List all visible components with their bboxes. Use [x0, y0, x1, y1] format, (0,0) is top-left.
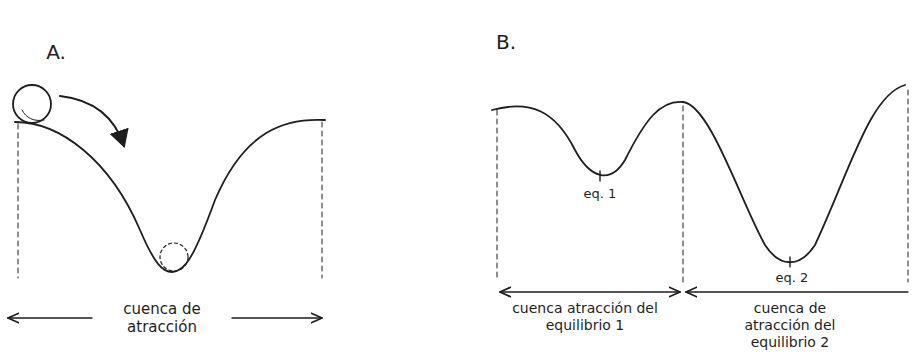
basin-label: cuenca atracción del equilibrio 1 — [505, 300, 665, 334]
range-arrow — [232, 317, 322, 318]
ball — [13, 85, 51, 123]
motion-arrow — [60, 96, 124, 146]
equilibrium-label: eq. 1 — [565, 186, 635, 202]
basin-label: cuenca de atracción del equilibrio 2 — [725, 300, 855, 350]
dashed-bound — [322, 122, 323, 278]
eq-tick — [789, 257, 790, 267]
range-arrow — [8, 317, 92, 318]
equilibrium-label: eq. 2 — [757, 270, 827, 286]
dashed-bound — [908, 90, 909, 282]
eq-tick — [599, 171, 600, 181]
range-arrow — [686, 291, 908, 292]
potential-curve — [15, 120, 325, 272]
dashed-bound — [18, 124, 19, 278]
panel-letter: A. — [36, 40, 76, 64]
basin-label: cuenca de atracción — [97, 300, 227, 336]
ball-shading — [22, 110, 44, 121]
potential-curve — [492, 85, 905, 262]
panel-letter: B. — [486, 30, 526, 54]
ball-rest — [160, 243, 188, 271]
dashed-bound — [683, 106, 684, 282]
range-arrow — [500, 291, 680, 292]
dashed-bound — [497, 110, 498, 280]
